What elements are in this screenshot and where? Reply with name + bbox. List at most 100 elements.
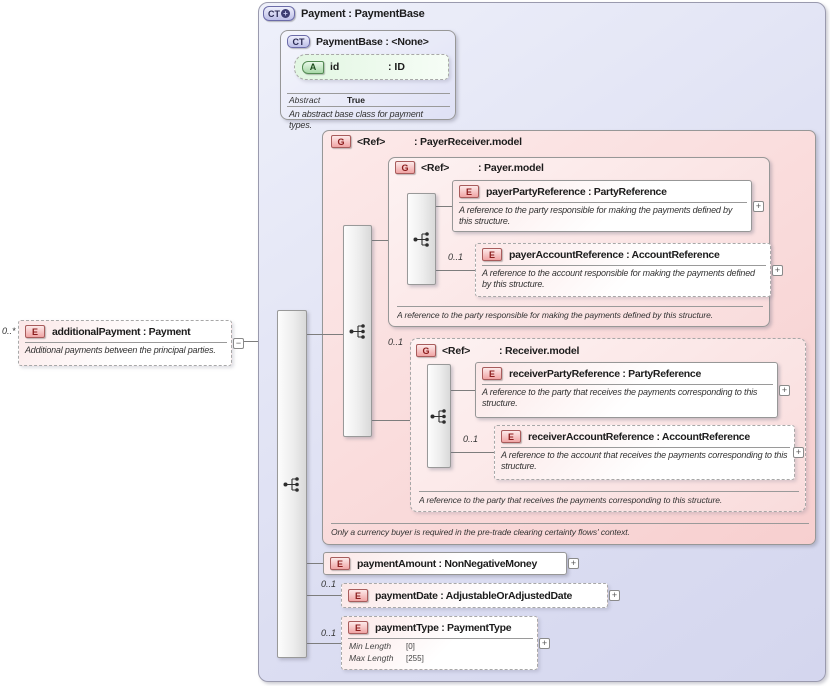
payment-base-annotation: An abstract base class for payment types… xyxy=(289,109,423,130)
connector-line xyxy=(371,420,429,421)
group-badge: G xyxy=(331,135,351,148)
element-title-row: E receiverAccountReference : AccountRefe… xyxy=(495,426,794,447)
connector-line xyxy=(307,334,344,335)
element-title-row: E payerPartyReference : PartyReference xyxy=(453,181,751,202)
group-name: <Ref> xyxy=(357,135,386,148)
element-title-row: E paymentType : PaymentType xyxy=(342,617,537,638)
connector-line xyxy=(449,452,495,453)
payer-receiver-annotation: Only a currency buyer is required in the… xyxy=(331,523,809,537)
connector-line xyxy=(307,595,342,596)
occurrence-label: 0..1 xyxy=(321,628,337,638)
expand-toggle[interactable]: + xyxy=(753,201,764,212)
complex-type-badge: CT xyxy=(287,35,310,48)
divider xyxy=(459,202,747,203)
derived-type-plus-icon: + xyxy=(281,9,290,18)
element-title-row: E paymentAmount : NonNegativeMoney xyxy=(324,553,566,574)
complex-type-badge-label: CT xyxy=(268,8,280,19)
payment-base-header: CT PaymentBase : <None> xyxy=(287,35,429,48)
connector-line xyxy=(436,206,453,207)
element-title: receiverPartyReference : PartyReference xyxy=(509,367,702,380)
payment-date-element[interactable]: E paymentDate : AdjustableOrAdjustedDate xyxy=(341,583,608,608)
element-annotation: A reference to the account responsible f… xyxy=(482,268,755,289)
payment-type-element[interactable]: E paymentType : PaymentType Min Length [… xyxy=(341,616,538,670)
sequence-icon xyxy=(430,408,446,424)
payment-amount-element[interactable]: E paymentAmount : NonNegativeMoney xyxy=(323,552,567,575)
element-title: receiverAccountReference : AccountRefere… xyxy=(528,430,750,443)
expand-toggle[interactable]: + xyxy=(539,638,550,649)
receiver-header: G <Ref> : Receiver.model xyxy=(416,344,579,357)
payer-party-reference-element[interactable]: E payerPartyReference : PartyReference A… xyxy=(452,180,752,232)
element-annotation: Additional payments between the principa… xyxy=(25,345,216,355)
element-title-row: E paymentDate : AdjustableOrAdjustedDate xyxy=(342,584,607,607)
facet-row: Max Length [255] xyxy=(342,653,537,663)
connector-line xyxy=(436,270,476,271)
expand-toggle[interactable]: + xyxy=(793,447,804,458)
facet-value: [255] xyxy=(406,654,424,663)
receiver-annotation: A reference to the party that receives t… xyxy=(419,491,799,505)
divider xyxy=(25,342,227,343)
facet-label: Max Length xyxy=(349,653,394,663)
occurrence-label: 0..1 xyxy=(448,252,464,262)
element-title-row: E additionalPayment : Payment xyxy=(19,321,231,342)
expand-toggle[interactable]: + xyxy=(609,590,620,601)
payment-base-title: PaymentBase : <None> xyxy=(316,35,429,48)
element-annotation: A reference to the party responsible for… xyxy=(459,205,733,226)
group-badge: G xyxy=(395,161,415,174)
payer-header: G <Ref> : Payer.model xyxy=(395,161,544,174)
payment-base-box[interactable]: CT PaymentBase : <None> A id : ID Abstra… xyxy=(280,30,456,130)
group-badge: G xyxy=(416,344,436,357)
divider xyxy=(287,106,450,107)
receiver-party-reference-element[interactable]: E receiverPartyReference : PartyReferenc… xyxy=(475,362,778,418)
payer-annotation: A reference to the party responsible for… xyxy=(397,306,763,320)
payment-header: CT + Payment : PaymentBase xyxy=(263,6,425,21)
expand-toggle[interactable]: + xyxy=(568,558,579,569)
payer-group-box: G <Ref> : Payer.model A reference to the… xyxy=(388,157,770,327)
sequence-icon xyxy=(349,323,365,339)
element-title-row: E payerAccountReference : AccountReferen… xyxy=(476,244,770,265)
group-name: <Ref> xyxy=(421,161,450,174)
element-annotation: A reference to the account that receives… xyxy=(501,450,788,471)
sequence-icon xyxy=(413,231,429,247)
payer-account-reference-element[interactable]: E payerAccountReference : AccountReferen… xyxy=(475,243,771,297)
attribute-badge: A xyxy=(302,60,324,74)
id-attribute[interactable]: A id : ID xyxy=(294,54,449,80)
element-title: payerAccountReference : AccountReference xyxy=(509,248,720,261)
element-badge: E xyxy=(501,430,521,443)
additional-payment-element[interactable]: E additionalPayment : Payment Additional… xyxy=(18,320,232,366)
facet-label: Min Length xyxy=(349,641,392,651)
payment-title: Payment : PaymentBase xyxy=(301,7,425,20)
element-badge: E xyxy=(25,325,45,338)
receiver-account-reference-element[interactable]: E receiverAccountReference : AccountRefe… xyxy=(494,425,795,480)
element-badge: E xyxy=(348,589,368,602)
element-badge: E xyxy=(459,185,479,198)
facet-row: Min Length [0] xyxy=(342,641,537,651)
abstract-value: True xyxy=(347,95,365,105)
collapse-toggle[interactable]: − xyxy=(233,338,244,349)
element-title-row: E receiverPartyReference : PartyReferenc… xyxy=(476,363,777,384)
divider xyxy=(287,93,450,94)
payer-sequence-connector xyxy=(407,193,436,285)
connector-line xyxy=(307,563,324,564)
element-title: paymentType : PaymentType xyxy=(375,621,512,634)
connector-line xyxy=(307,643,342,644)
attribute-name: id xyxy=(330,61,340,73)
element-title: paymentDate : AdjustableOrAdjustedDate xyxy=(375,589,573,602)
occurrence-label: 0..1 xyxy=(463,434,479,444)
attribute-type: : ID xyxy=(388,61,405,73)
group-type: : PayerReceiver.model xyxy=(414,135,522,148)
divider xyxy=(482,265,766,266)
payer-receiver-header: G <Ref> : PayerReceiver.model xyxy=(331,135,522,148)
sequence-icon xyxy=(283,476,299,492)
expand-toggle[interactable]: + xyxy=(779,385,790,396)
occurrence-label: 0..1 xyxy=(388,337,404,347)
abstract-label: Abstract xyxy=(289,95,321,105)
element-badge: E xyxy=(482,248,502,261)
element-title: additionalPayment : Payment xyxy=(52,325,191,338)
expand-toggle[interactable]: + xyxy=(772,265,783,276)
element-badge: E xyxy=(348,621,368,634)
element-annotation: A reference to the party that receives t… xyxy=(482,387,758,408)
group-type: : Payer.model xyxy=(478,161,544,174)
connector-line xyxy=(449,390,476,391)
element-title: payerPartyReference : PartyReference xyxy=(486,185,667,198)
